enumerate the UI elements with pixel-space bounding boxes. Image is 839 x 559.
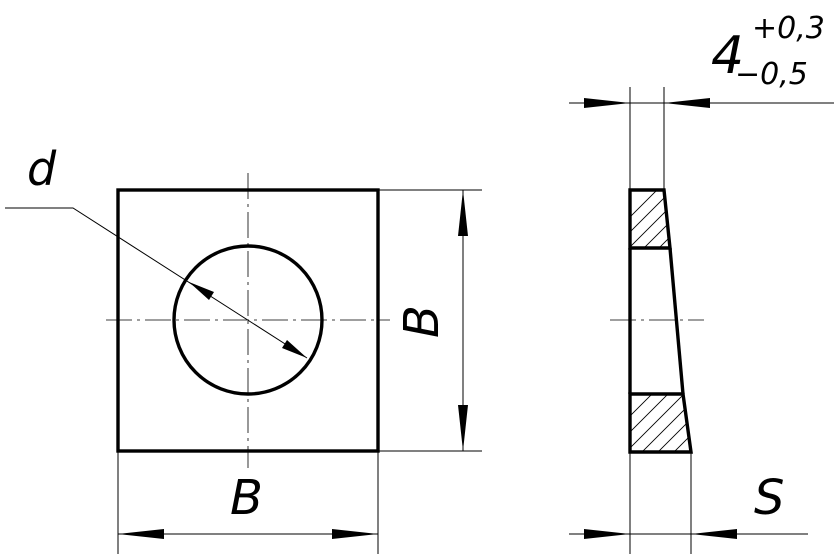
thickness-s-arrow-left: [584, 529, 630, 539]
width-arrow-left: [118, 529, 164, 539]
width-dimension: B: [117, 451, 379, 554]
right-profile: [668, 247, 685, 395]
thickness-s-dimension: S: [569, 452, 808, 554]
width-arrow-right: [332, 529, 378, 539]
diameter-leader: [5, 207, 308, 359]
side-view: [610, 188, 704, 454]
width-label: B: [230, 470, 263, 526]
front-view: [106, 173, 390, 468]
bottom-hatching: [630, 394, 691, 452]
height-arrow-top: [458, 190, 468, 236]
tolerance-upper-label: +0,3: [752, 11, 825, 46]
thickness-top-arrow-right: [664, 98, 710, 108]
diameter-label: d: [27, 142, 57, 196]
thickness-top-dimension: 4 +0,3 −0,5: [569, 11, 834, 190]
top-section: [628, 188, 672, 250]
height-arrow-bottom: [458, 405, 468, 451]
thickness-nominal-label: 4: [711, 26, 744, 86]
tolerance-lower-label: −0,5: [735, 57, 808, 92]
thickness-top-arrow-left: [584, 98, 630, 108]
diameter-arrow-lower: [282, 340, 307, 358]
top-hatching: [630, 190, 670, 248]
diameter-dimension: d: [5, 142, 308, 359]
diameter-arrow-upper: [189, 282, 214, 300]
thickness-s-label: S: [754, 470, 784, 526]
thickness-s-arrow-right: [691, 529, 737, 539]
height-label: B: [394, 305, 450, 338]
height-dimension: B: [378, 189, 482, 452]
